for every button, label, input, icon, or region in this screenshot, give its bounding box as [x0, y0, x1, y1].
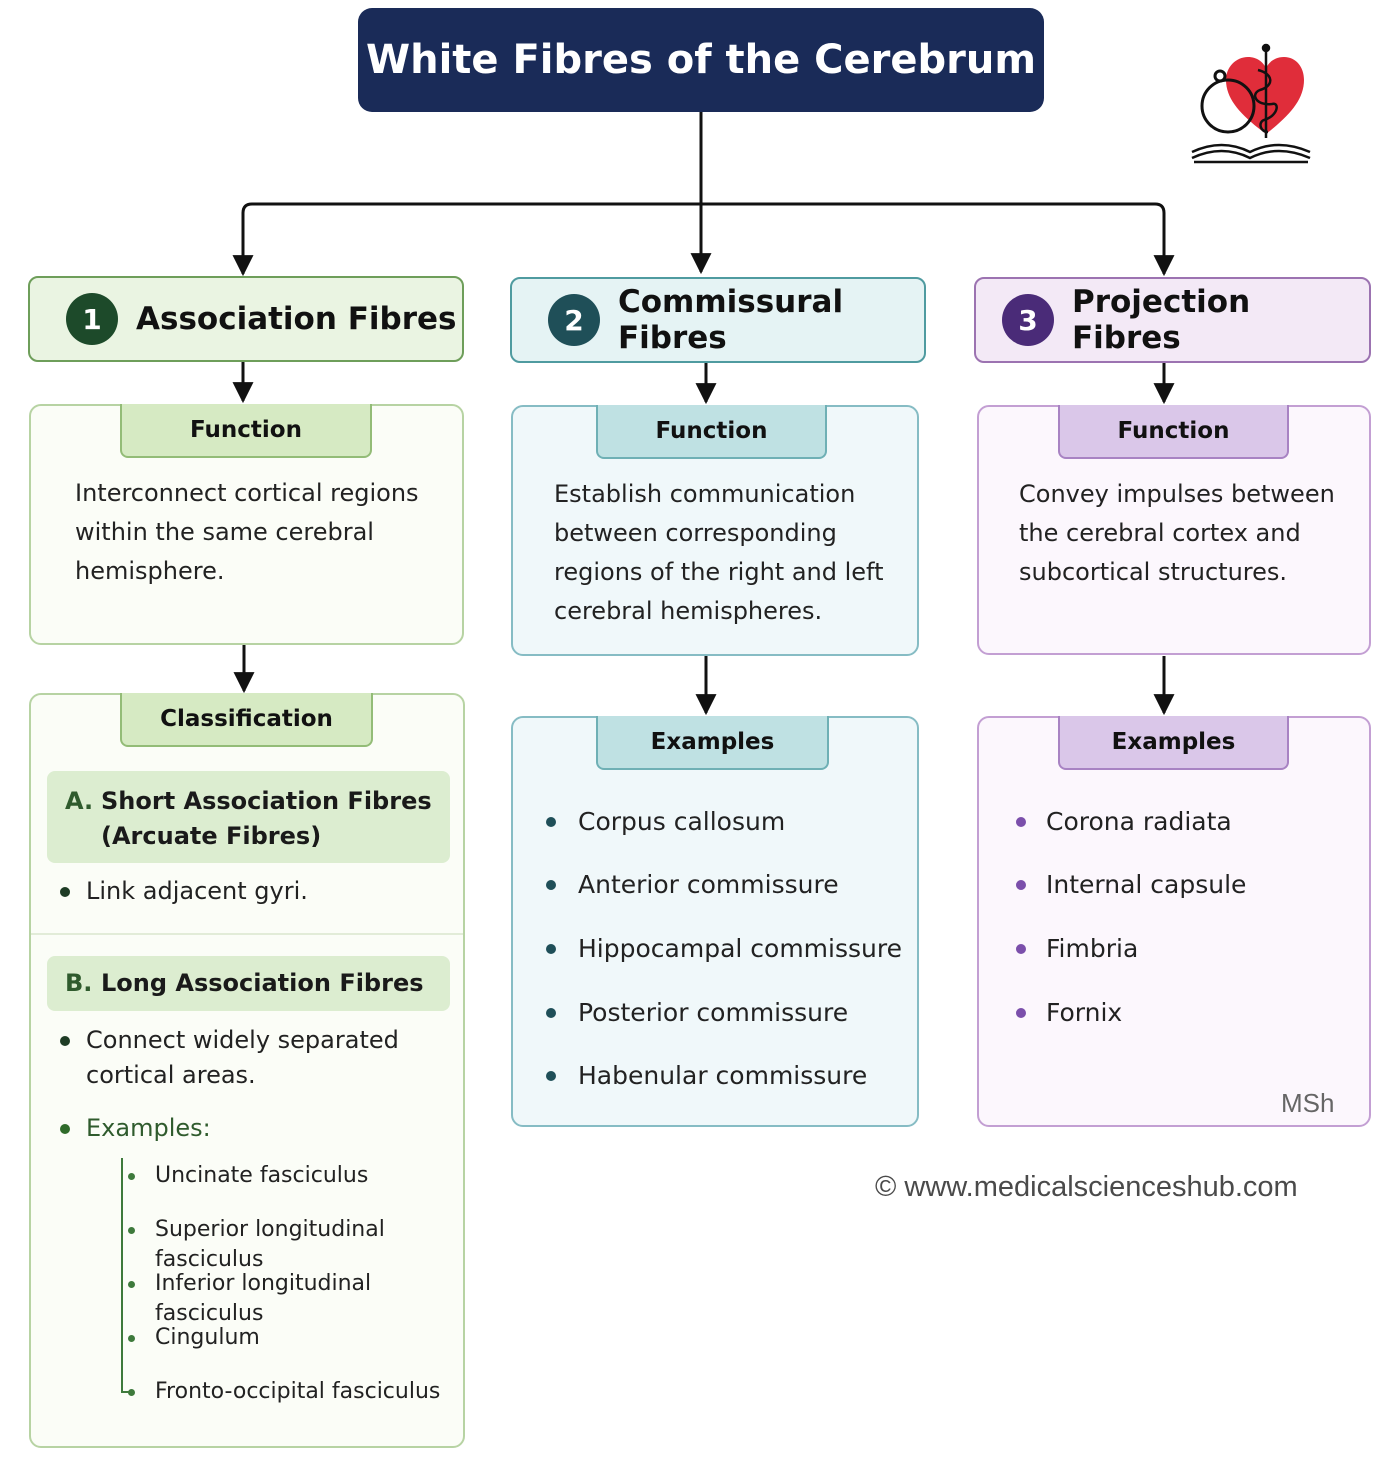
tree-bullet [128, 1281, 135, 1288]
section-divider [31, 933, 463, 935]
long-association-bullet: Connect widely separated cortical areas. [86, 1026, 399, 1089]
example-hippocampal-commissure: Hippocampal commissure [578, 934, 902, 963]
example-anterior-commissure: Anterior commissure [578, 870, 839, 899]
projection-function-panel: Function Convey impulses between the cer… [977, 405, 1371, 655]
bullet-dot [546, 880, 556, 890]
tree-bullet [128, 1335, 135, 1342]
short-association-heading: A. Short Association Fibres (Arcuate Fib… [47, 771, 450, 863]
branch-line [241, 202, 1166, 272]
bullet-dot [546, 1008, 556, 1018]
projection-fibres-header: 3 Projection Fibres [974, 277, 1371, 363]
example-corpus-callosum: Corpus callosum [578, 807, 786, 836]
stethoscope-icon [1200, 69, 1256, 134]
bullet-dot [546, 944, 556, 954]
tree-bullet [128, 1227, 135, 1234]
bullet-dot [1016, 880, 1026, 890]
examples-label: Examples: [86, 1114, 211, 1142]
example-uncinate: Uncinate fasciculus [155, 1163, 369, 1188]
heart-caduceus-logo-icon [1191, 43, 1311, 164]
example-fimbria: Fimbria [1046, 934, 1139, 963]
number-badge: 2 [548, 294, 600, 346]
function-label: Function [596, 405, 827, 459]
example-habenular-commissure: Habenular commissure [578, 1061, 868, 1090]
association-classification-panel: Classification A. Short Association Fibr… [29, 693, 465, 1448]
example-inferior-longitudinal: Inferior longitudinal fasciculus [155, 1271, 372, 1326]
projection-examples-panel: Examples Corona radiata Internal capsule… [977, 716, 1371, 1127]
tree-line [121, 1158, 123, 1391]
tree-bullet [128, 1389, 135, 1396]
bullet-dot [546, 817, 556, 827]
example-fronto-occipital: Fronto-occipital fasciculus [155, 1379, 441, 1404]
commissural-fibres-header: 2 Commissural Fibres [510, 277, 926, 363]
function-description: Establish communication between correspo… [554, 480, 884, 625]
tree-end [121, 1391, 133, 1393]
example-cingulum: Cingulum [155, 1325, 260, 1350]
association-fibres-header: 1 Association Fibres [28, 276, 464, 362]
bullet-dot [1016, 1008, 1026, 1018]
copyright-text: © www.medicalscienceshub.com [875, 1171, 1298, 1203]
commissural-examples-panel: Examples Corpus callosum Anterior commis… [511, 716, 919, 1127]
bullet-dot [1016, 944, 1026, 954]
example-posterior-commissure: Posterior commissure [578, 998, 849, 1027]
bullet-dot [1016, 817, 1026, 827]
example-superior-longitudinal: Superior longitudinal fasciculus [155, 1217, 385, 1272]
association-function-panel: Function Interconnect cortical regions w… [29, 404, 464, 645]
signature: MSh [1281, 1088, 1335, 1118]
example-corona-radiata: Corona radiata [1046, 807, 1232, 836]
projection-fibres-title: Projection Fibres [1072, 284, 1251, 356]
bullet-dot [60, 1124, 70, 1134]
function-label: Function [1058, 405, 1289, 459]
bullet-dot [546, 1071, 556, 1081]
caduceus-icon [1253, 43, 1278, 138]
open-book-icon [1191, 143, 1311, 164]
commissural-function-panel: Function Establish communication between… [511, 405, 919, 656]
tree-bullet [128, 1173, 135, 1180]
number-badge: 3 [1002, 294, 1054, 346]
function-description: Interconnect cortical regions within the… [75, 479, 419, 585]
short-association-bullet: Link adjacent gyri. [86, 877, 308, 905]
function-description: Convey impulses between the cerebral cor… [1019, 480, 1335, 586]
association-fibres-title: Association Fibres [136, 301, 457, 337]
example-internal-capsule: Internal capsule [1046, 870, 1247, 899]
examples-label: Examples [1058, 716, 1289, 770]
long-association-heading: B. Long Association Fibres [47, 956, 450, 1011]
bullet-dot [60, 1036, 70, 1046]
bullet-dot [60, 887, 70, 897]
classification-label: Classification [120, 693, 373, 747]
number-badge: 1 [66, 293, 118, 345]
examples-label: Examples [596, 716, 829, 770]
diagram-title: White Fibres of the Cerebrum [358, 8, 1044, 112]
commissural-fibres-title: Commissural Fibres [618, 284, 844, 356]
function-label: Function [120, 404, 372, 458]
example-fornix: Fornix [1046, 998, 1123, 1027]
